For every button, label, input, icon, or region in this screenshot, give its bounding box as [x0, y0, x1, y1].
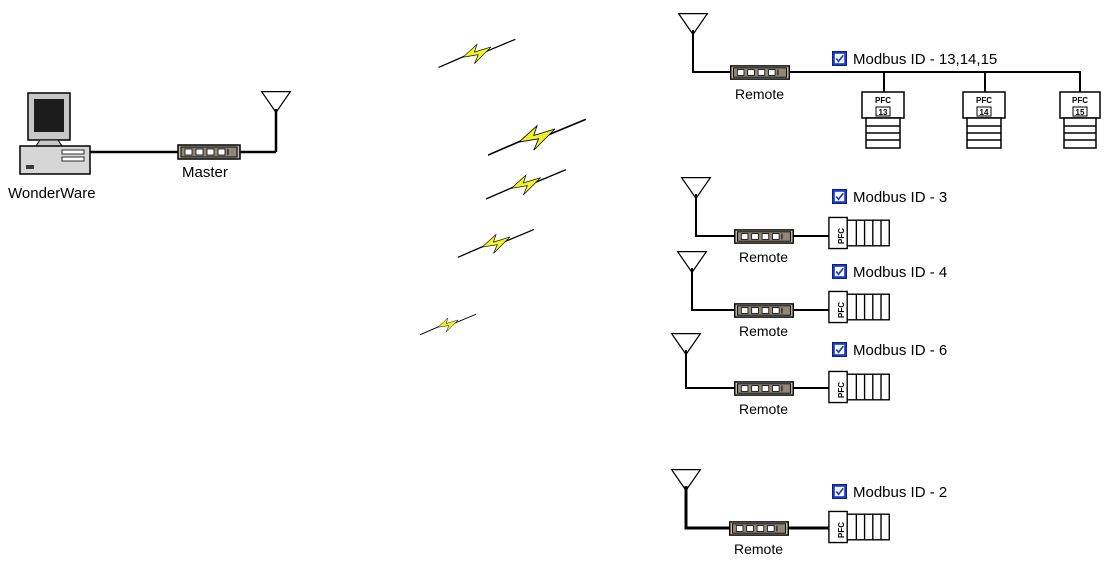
master-radio-label: Master [182, 164, 228, 181]
remote-radio-icon [729, 65, 791, 80]
lightning-bolt-icon [458, 227, 534, 259]
remote-radio-label: Remote [734, 541, 783, 557]
checkbox-icon [832, 189, 847, 204]
master-station: WonderWare Master [8, 90, 292, 202]
lightning-bolt-icon [420, 312, 476, 337]
svg-text:PFC: PFC [1072, 96, 1088, 105]
master-radio-icon [177, 144, 241, 160]
computer-label: WonderWare [8, 185, 96, 202]
remote-radio-icon [728, 521, 790, 536]
checkbox-icon [832, 264, 847, 279]
svg-text:PFC: PFC [837, 382, 846, 398]
computer-icon [19, 92, 91, 175]
remote-station-2: Remote Modbus ID - 3 PFC [680, 176, 947, 265]
remote-station-5: Remote Modbus ID - 2 PFC [670, 468, 947, 557]
plc-unit: PFC [828, 510, 890, 544]
plc-unit: PFC 14 [962, 91, 1006, 149]
remote-radio-icon [733, 229, 795, 244]
checkbox-icon [832, 342, 847, 357]
svg-text:PFC: PFC [837, 522, 846, 538]
plc-unit: PFC [828, 290, 890, 324]
plc-unit: PFC 15 [1059, 91, 1101, 149]
remote-station-1: Remote Modbus ID - 13,14,15 PFC 13 PFC 1… [677, 12, 1101, 149]
svg-text:PFC: PFC [837, 302, 846, 318]
lightning-bolt-icon [486, 168, 566, 201]
remote-radio-label: Remote [739, 249, 788, 265]
svg-text:PFC: PFC [976, 96, 992, 105]
remote-radio-icon [733, 303, 795, 318]
lightning-bolt-icon [437, 38, 517, 69]
modbus-id-label: Modbus ID - 3 [853, 189, 947, 206]
remote-radio-label: Remote [735, 86, 784, 102]
modbus-id-label: Modbus ID - 6 [853, 342, 947, 359]
modbus-id-label: Modbus ID - 13,14,15 [853, 51, 997, 68]
plc-unit: PFC [828, 370, 890, 404]
radio-signals [420, 38, 586, 337]
checkbox-icon [832, 51, 847, 66]
modbus-id-label: Modbus ID - 2 [853, 484, 947, 501]
checkbox-icon [832, 484, 847, 499]
svg-text:14: 14 [980, 108, 989, 117]
remote-station-4: Remote Modbus ID - 6 PFC [670, 332, 947, 417]
remote-radio-label: Remote [739, 323, 788, 339]
remote-cable [692, 30, 1081, 92]
remote-radio-icon [733, 381, 795, 396]
lightning-bolt-icon [488, 118, 586, 157]
plc-unit: PFC 13 [861, 91, 905, 149]
svg-text:PFC: PFC [875, 96, 891, 105]
remote-radio-label: Remote [739, 401, 788, 417]
svg-text:PFC: PFC [837, 228, 846, 244]
svg-text:15: 15 [1076, 108, 1085, 117]
svg-text:13: 13 [879, 108, 888, 117]
remote-station-3: Remote Modbus ID - 4 PFC [676, 250, 947, 339]
modbus-id-label: Modbus ID - 4 [853, 264, 947, 281]
plc-unit: PFC [828, 216, 890, 250]
